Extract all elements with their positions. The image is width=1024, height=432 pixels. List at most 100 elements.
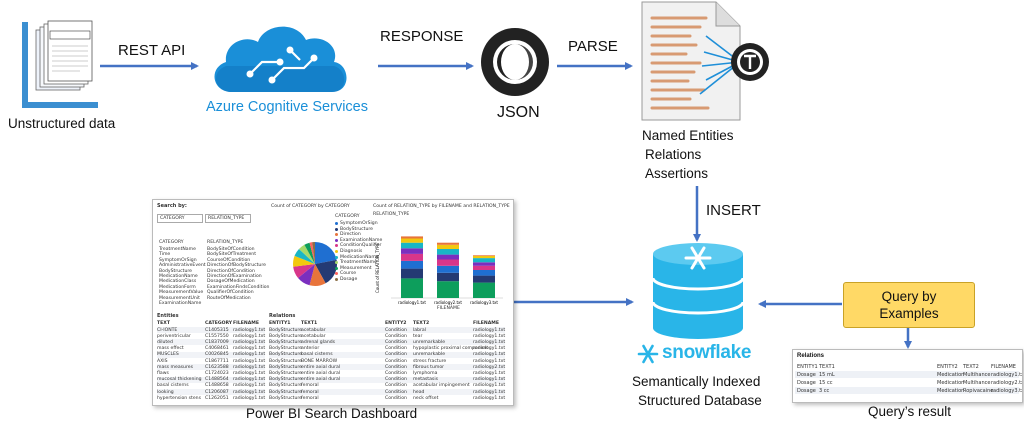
result-named-entities: Named Entities xyxy=(642,128,734,143)
relation-list-item: DirectionOfCondition xyxy=(207,268,255,274)
entities-table-cell: flaws xyxy=(157,370,169,376)
bar-segment xyxy=(437,249,459,255)
pie-slice xyxy=(293,255,315,267)
entities-table-header: TEXT xyxy=(157,321,170,326)
relations-table-cell: BodyStructure xyxy=(269,395,302,401)
relations-table-cell: entire axial dural xyxy=(301,377,341,383)
relations-table-cell: metastasis xyxy=(413,377,438,383)
bar-segment xyxy=(401,242,423,249)
relations-table-cell: radiology1.txt xyxy=(473,370,506,376)
relations-table-cell: femoral xyxy=(301,395,319,401)
relation-list-item: BodySiteOfTreatment xyxy=(207,252,257,258)
entities-table-cell: radiology1.txt xyxy=(233,395,266,401)
parsed-document-icon xyxy=(641,1,769,121)
label-response: RESPONSE xyxy=(380,28,464,45)
entities-table-cell: C1837009 xyxy=(205,339,229,345)
query-result-header: TEXT1 xyxy=(819,364,835,370)
entities-table-cell: C4068461 xyxy=(205,346,229,352)
bar-chart-title: Count of RELATION_TYPE by FILENAME and R… xyxy=(373,204,510,209)
entities-table-row xyxy=(157,351,265,358)
query-result-cell: Dosage xyxy=(797,380,816,386)
relations-table-header: ENTITY2 xyxy=(385,321,407,326)
entities-table-cell: C1623588 xyxy=(205,364,229,370)
relations-table-row xyxy=(269,333,505,340)
relation-list-item: DirectionOfExamination xyxy=(207,274,262,279)
entities-table-row xyxy=(157,376,265,383)
entities-table-cell: radiology1.txt xyxy=(233,339,266,345)
unstructured-data-caption: Unstructured data xyxy=(8,116,116,131)
entities-table-cell: radiology1.txt xyxy=(233,370,266,376)
relations-table-cell: Condition xyxy=(385,389,407,395)
bar-segment xyxy=(437,244,459,249)
relations-table-cell: BodyStructure xyxy=(269,377,302,383)
entities-table-row xyxy=(157,333,265,340)
relations-table-cell: Condition xyxy=(385,333,407,339)
entities-table-cell: C1557550 xyxy=(205,333,229,339)
bar-segment xyxy=(473,262,495,266)
snowflake-brand: snowflake xyxy=(662,342,752,363)
azure-caption: Azure Cognitive Services xyxy=(206,99,368,115)
query-result-cell: radiology3.txt xyxy=(991,388,1023,394)
relations-table-cell: radiology1.txt xyxy=(473,358,506,364)
bar-segment xyxy=(401,248,423,254)
relations-table-cell: acetabular xyxy=(301,333,326,339)
bar-segment xyxy=(437,254,459,260)
query-result-cell: radiology2.txt xyxy=(991,380,1023,386)
query-result-caption: Query’s result xyxy=(868,404,952,419)
entities-table-cell: radiology1.txt xyxy=(233,364,266,370)
bar-segment xyxy=(401,260,423,269)
search-by-label: Search by: xyxy=(157,203,187,209)
db-caption-line1: Semantically Indexed xyxy=(632,374,761,389)
relations-table-cell: Condition xyxy=(385,377,407,383)
pie-slice xyxy=(294,248,315,264)
entities-table-cell: mass effect xyxy=(157,346,184,352)
category-list-item: ExaminationName xyxy=(159,301,202,306)
filter-relation-dropdown: RELATION_TYPE xyxy=(205,214,251,223)
bar-tick-label: radiology2.txt xyxy=(434,300,462,305)
relations-table-cell: Condition xyxy=(385,327,407,333)
pie-legend-item: Dosage xyxy=(340,277,358,282)
relation-list-item: RouteOfMedication xyxy=(207,295,251,301)
query-result-row xyxy=(795,371,1019,378)
pie-legend-item: TreatmentName xyxy=(340,260,377,266)
pie-legend-item: ExaminationName xyxy=(340,237,383,243)
legend-swatch xyxy=(335,266,338,270)
entities-table-cell: C1206087 xyxy=(205,389,229,395)
entities-table-header: FILENAME xyxy=(233,321,260,326)
relations-table-cell: anterior xyxy=(301,346,320,352)
relations-table-cell: BodyStructure xyxy=(269,364,302,370)
query-result-cell: Multihance xyxy=(963,380,991,386)
relations-table-cell: BodyStructure xyxy=(269,333,302,339)
pie-slice xyxy=(298,264,315,286)
relations-table-header: TEXT1 xyxy=(301,321,318,326)
legend-swatch xyxy=(335,233,338,237)
relations-table-cell: Condition xyxy=(385,364,407,370)
label-insert: INSERT xyxy=(706,202,761,219)
entities-table-cell: C1405315 xyxy=(205,327,229,333)
relations-table-cell: adrenal glands xyxy=(301,339,336,345)
db-caption-line2: Structured Database xyxy=(638,393,762,408)
category-list-item: AdministrativeEvent xyxy=(159,263,206,269)
relations-table-cell: Condition xyxy=(385,383,407,389)
bar-segment xyxy=(401,238,423,243)
entities-table-cell: radiology1.txt xyxy=(233,352,266,358)
relations-table-cell: radiology1.txt xyxy=(473,346,506,352)
json-logo-icon xyxy=(481,28,549,96)
bar-segment xyxy=(473,255,495,256)
bar-segment xyxy=(401,268,423,279)
entities-table-row xyxy=(157,327,265,333)
relations-table-cell: acetabular impingement xyxy=(413,383,470,389)
relations-table-cell: BONE MARROW xyxy=(301,358,338,364)
pie-legend-item: BodyStructure xyxy=(340,226,373,232)
bar-segment xyxy=(401,236,423,239)
relations-table-cell: Condition xyxy=(385,339,407,345)
relations-table-row xyxy=(269,339,505,346)
pie-slice xyxy=(309,242,315,264)
query-result-row xyxy=(795,387,1019,394)
entities-table-cell: basal cisterns xyxy=(157,383,189,389)
entities-table-cell: C1867711 xyxy=(205,358,229,364)
pie-legend-header: CATEGORY xyxy=(335,214,360,219)
relations-table-cell: radiology1.txt xyxy=(473,377,506,383)
